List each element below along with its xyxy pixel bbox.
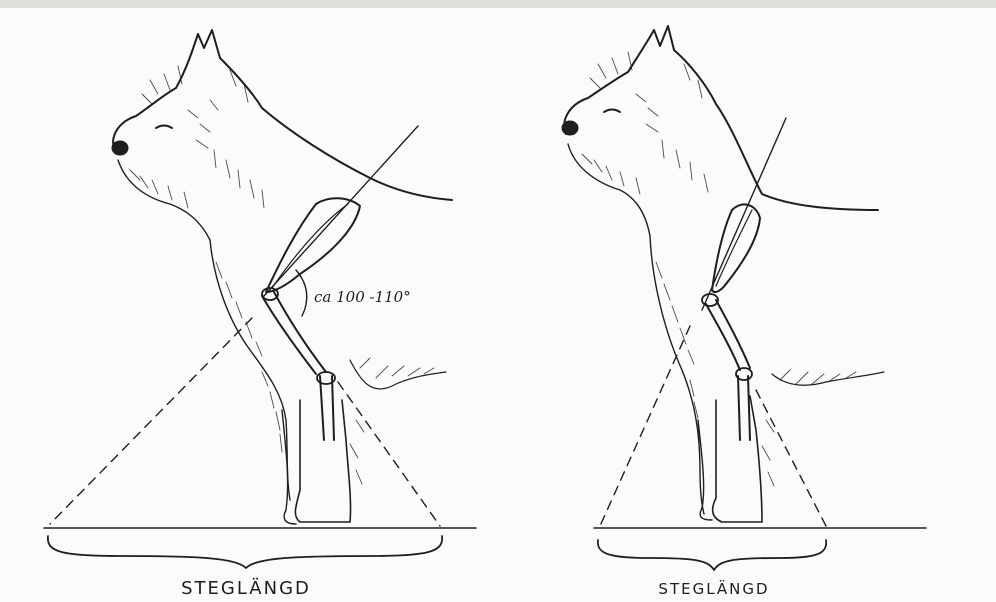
left-dog-nose — [112, 141, 128, 155]
right-wrist-joint — [736, 368, 752, 380]
left-dog-belly — [350, 360, 446, 389]
left-stride-dash-back — [50, 318, 252, 524]
figure-right — [562, 26, 926, 570]
right-stride-dash-front — [756, 390, 826, 526]
left-forearm — [320, 376, 334, 440]
left-shoulder-axis — [264, 126, 418, 296]
left-fur-hatching — [130, 66, 434, 484]
right-dog-belly — [772, 372, 884, 385]
figure-left — [44, 30, 476, 568]
left-dog-far-leg — [282, 410, 296, 524]
left-stride-brace — [48, 536, 442, 568]
left-stride-dash-front — [338, 382, 440, 526]
right-forearm — [738, 376, 750, 440]
right-upper-arm — [706, 300, 750, 370]
left-angle-label: ca 100 -110° — [314, 288, 411, 306]
right-stride-brace — [598, 540, 826, 570]
left-dog-head — [113, 30, 452, 200]
right-dog-head — [564, 26, 878, 210]
scan-edge — [0, 0, 996, 8]
left-dog-eye — [156, 126, 172, 129]
right-dog-eye — [604, 110, 620, 113]
right-dog-chest — [650, 236, 704, 514]
right-dog-nose — [562, 121, 578, 135]
right-dog-jaw — [568, 144, 650, 236]
right-stride-dash-back — [600, 326, 690, 526]
right-shoulder-axis — [702, 118, 786, 310]
right-fur-hatching — [582, 52, 856, 486]
left-stride-label: STEGLÄNGD — [181, 578, 311, 599]
right-stride-label: STEGLÄNGD — [658, 579, 769, 598]
right-dog-near-leg — [713, 396, 762, 522]
